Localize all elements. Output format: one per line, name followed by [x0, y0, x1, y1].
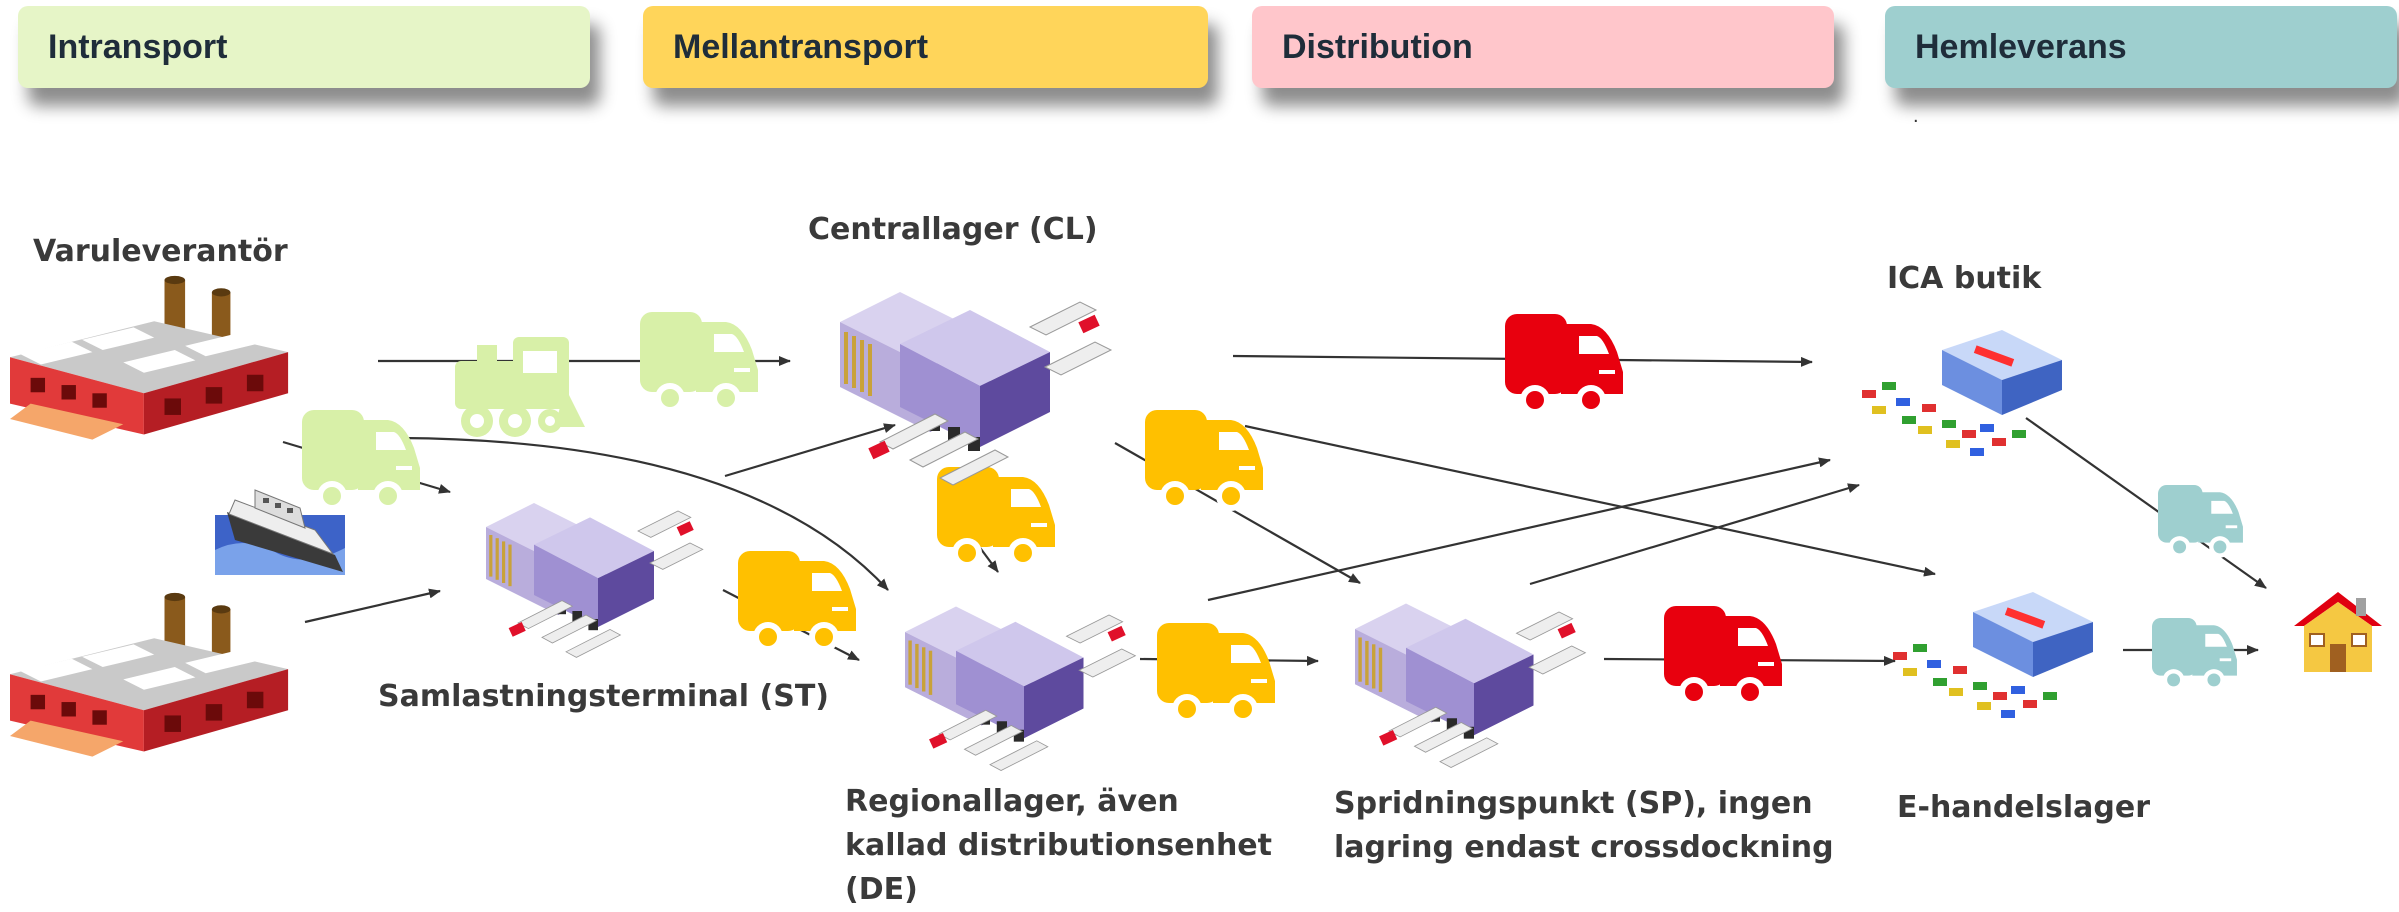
label-supplier: Varuleverantör [33, 234, 288, 269]
stage-hemleverans: Hemleverans [1885, 6, 2397, 88]
label-line: lagring endast crossdockning [1334, 830, 1834, 865]
arrow-ica-to-home [2025, 417, 2267, 589]
truck-teal-icon [2158, 485, 2243, 558]
distribution-point-icon [1354, 603, 1586, 768]
truck-red-icon [1664, 606, 1782, 707]
truck-red-icon [1505, 314, 1623, 415]
cargo-ship-icon [215, 489, 345, 575]
stage-label: Intransport [48, 27, 228, 66]
arrow-supplier-to-de [399, 436, 889, 591]
arrow-de-to-ica [1207, 457, 1831, 602]
supplier-factory-icon [10, 275, 289, 440]
truck-green-icon [640, 312, 758, 413]
stage-label: Distribution [1282, 27, 1473, 66]
truck-teal-icon [2152, 618, 2237, 691]
label-line: kallad distributionsenhet [845, 828, 1272, 863]
label-regional-warehouse: Regionallager, även kallad distributions… [845, 780, 1272, 912]
ecommerce-warehouse-icon [1893, 592, 2093, 718]
hemleverans-mark: . [1913, 105, 1919, 127]
train-icon [455, 337, 585, 437]
label-line: Regionallager, även [845, 784, 1179, 819]
label-consolidation-terminal: Samlastningsterminal (ST) [378, 679, 830, 714]
truck-green-icon [302, 410, 420, 511]
stage-label: Hemleverans [1915, 27, 2127, 66]
stage-label: Mellantransport [673, 27, 929, 66]
home-icon [2294, 592, 2382, 672]
label-ecommerce-warehouse: E-handelslager [1897, 790, 2151, 825]
label-distribution-point: Spridningspunkt (SP), ingen lagring enda… [1334, 782, 1834, 870]
truck-yellow-icon [738, 551, 856, 652]
regional-warehouse-icon [904, 606, 1136, 771]
label-ica-store: ICA butik [1887, 261, 2042, 296]
arrow-st-to-cl [724, 423, 896, 478]
stage-distribution: Distribution [1252, 6, 1834, 88]
supplier-factory-icon [10, 592, 289, 757]
label-line: (DE) [845, 872, 918, 907]
arrow-sp-to-ica [1529, 483, 1860, 586]
arrow-supplier2-to-st [304, 588, 441, 624]
arrow-cl-to-ehandel [1244, 424, 1936, 577]
truck-yellow-icon [1157, 623, 1275, 724]
label-line: Spridningspunkt (SP), ingen [1334, 786, 1813, 821]
consolidation-terminal-icon [485, 502, 704, 658]
central-warehouse-icon [839, 291, 1112, 486]
stage-intransport: Intransport [18, 6, 590, 88]
ica-store-icon [1862, 330, 2062, 456]
stage-mellantransport: Mellantransport [643, 6, 1208, 88]
label-central-warehouse: Centrallager (CL) [808, 212, 1098, 247]
